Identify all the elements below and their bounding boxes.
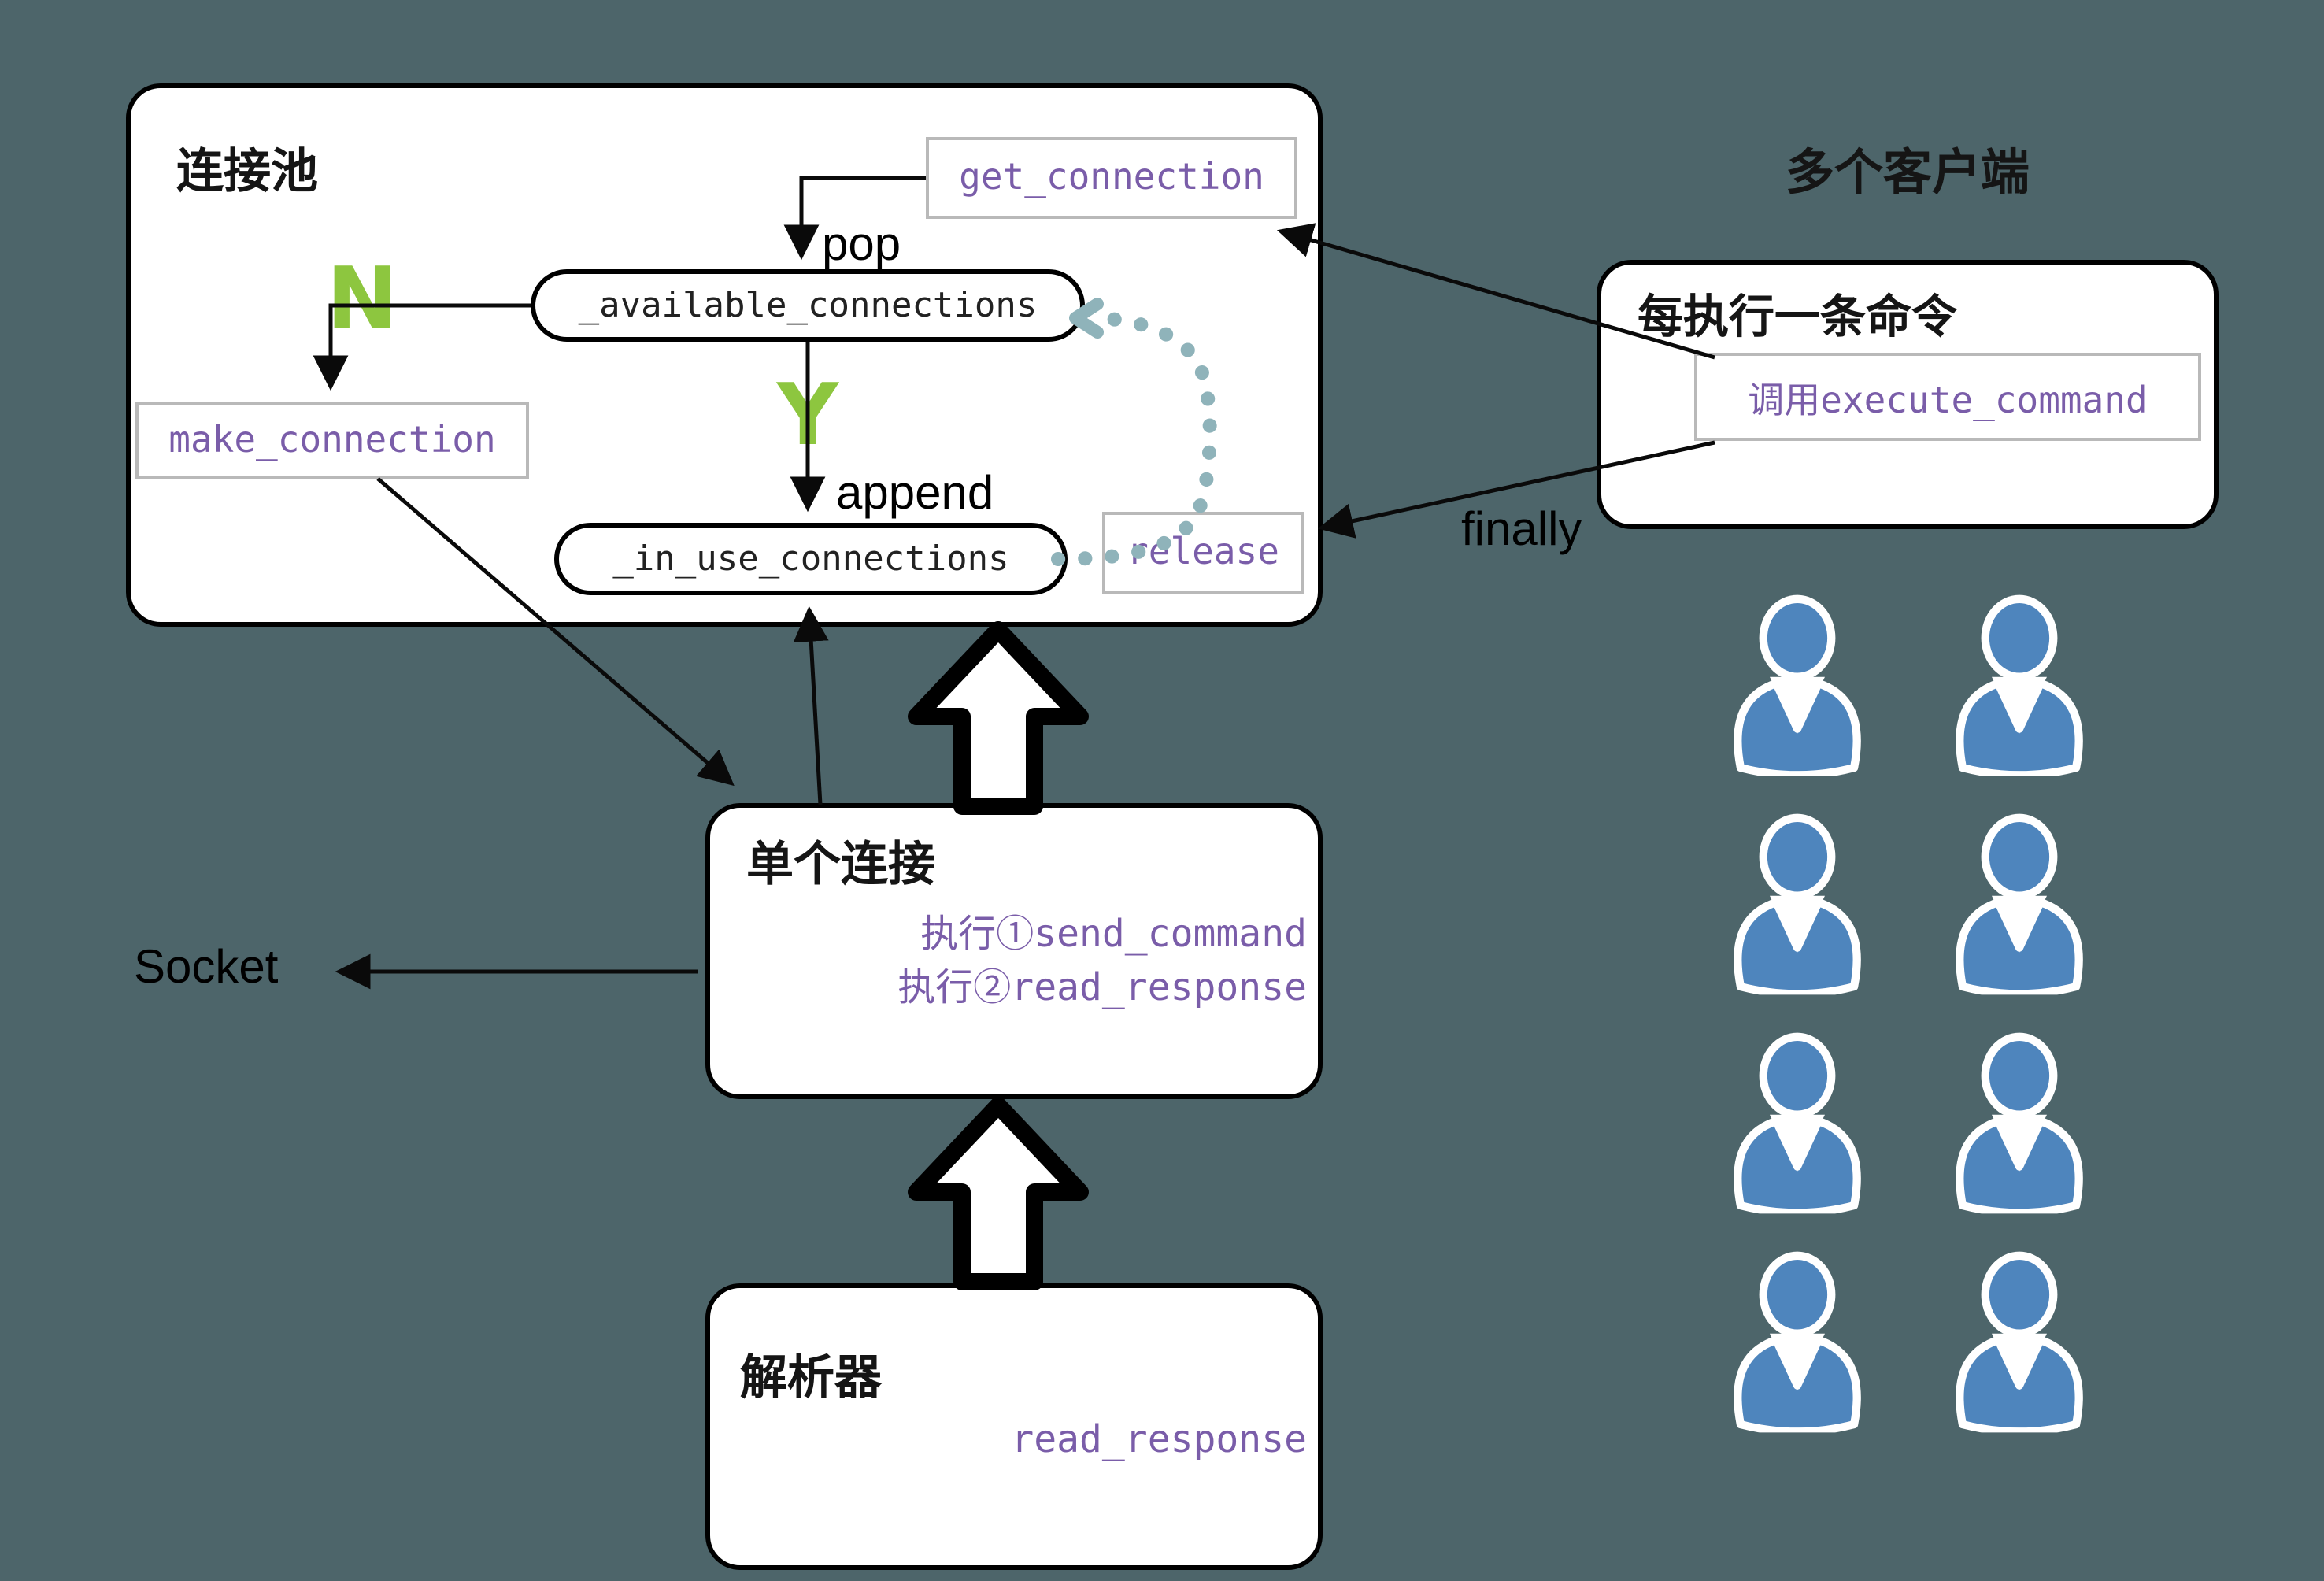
available-connections-node: _available_connections bbox=[531, 269, 1085, 342]
read-response-step: 执行②read_response bbox=[897, 965, 1307, 1009]
client-person-icon bbox=[1716, 1031, 1878, 1214]
socket-label: Socket bbox=[134, 942, 279, 994]
client-person-icon bbox=[1938, 1250, 2100, 1433]
client-person-icon bbox=[1716, 594, 1878, 776]
client-person-icon bbox=[1938, 594, 2100, 776]
parser-method-label: read_response bbox=[1011, 1417, 1307, 1461]
client-person-icon bbox=[1716, 813, 1878, 995]
append-label: append bbox=[836, 468, 994, 520]
get-connection-node: get_connection bbox=[926, 137, 1297, 219]
clients-heading: 多个客户端 bbox=[1786, 145, 2030, 200]
make-connection-node: make_connection bbox=[135, 402, 529, 479]
client-person-icon bbox=[1938, 1031, 2100, 1214]
available-connections-label: _available_connections bbox=[578, 286, 1038, 325]
execute-command-node: 调用execute_command bbox=[1694, 353, 2201, 441]
finally-label: finally bbox=[1461, 504, 1582, 556]
parser-title: 解析器 bbox=[740, 1353, 882, 1405]
pool-title: 连接池 bbox=[176, 146, 318, 198]
get-connection-label: get_connection bbox=[959, 157, 1264, 198]
branch-no-label: N bbox=[326, 249, 398, 348]
branch-yes-label: Y bbox=[776, 365, 839, 465]
parser-box bbox=[705, 1283, 1323, 1570]
client-person-icon bbox=[1716, 1250, 1878, 1433]
make-connection-label: make_connection bbox=[168, 420, 496, 461]
execute-command-label: 调用execute_command bbox=[1748, 381, 2148, 422]
single-connection-title: 单个连接 bbox=[746, 839, 935, 891]
send-command-step: 执行①send_command bbox=[920, 912, 1307, 956]
client-person-icon bbox=[1938, 813, 2100, 995]
